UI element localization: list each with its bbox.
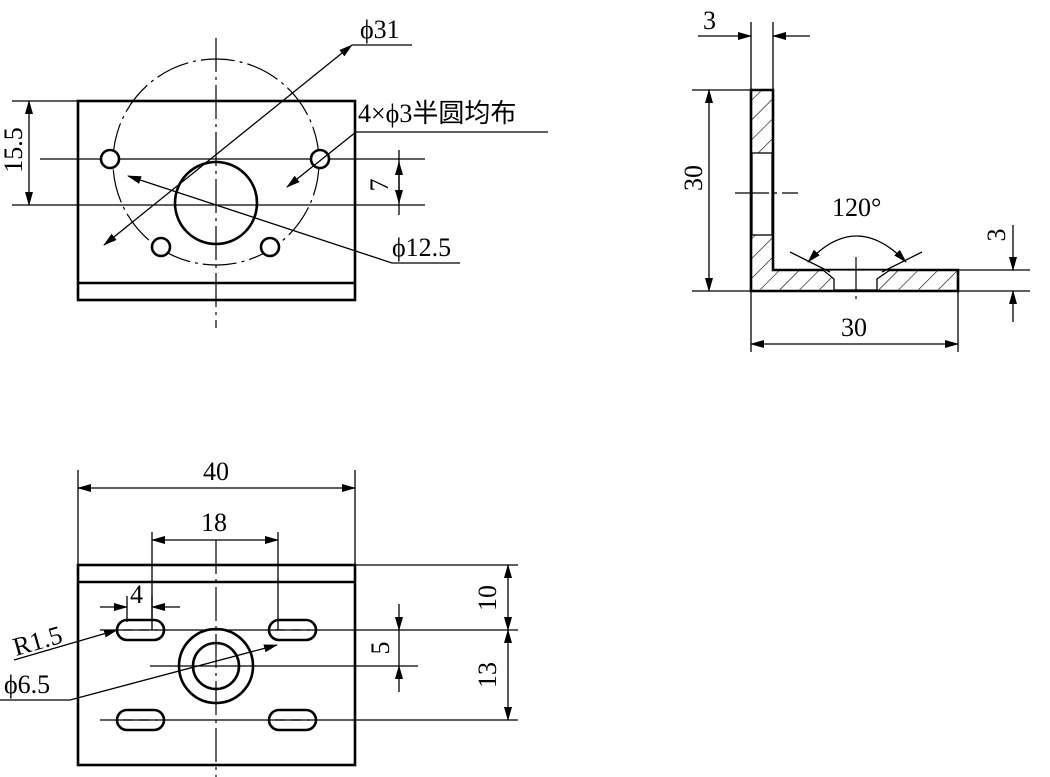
dia-bore-leader	[127, 175, 393, 264]
angle-arc	[807, 235, 907, 263]
small-hole	[99, 148, 121, 170]
dim-3r-label: 3	[982, 229, 1011, 242]
dim-40-label: 40	[203, 457, 229, 486]
dia-small-label: ϕ6.5	[4, 670, 50, 699]
dia-small-leader-diag	[69, 644, 278, 701]
dia-pitch-label: ϕ31	[360, 15, 400, 44]
small-hole	[150, 236, 172, 258]
small-hole	[259, 236, 281, 258]
dia-pitch-leader	[103, 44, 353, 246]
angle-label: 120°	[832, 193, 881, 222]
radius-leader	[13, 629, 118, 661]
holes-note-leader	[286, 131, 357, 188]
dia-bore-label: ϕ12.5	[392, 233, 451, 262]
dim-7-label: 7	[365, 179, 394, 192]
dim-13-label: 13	[473, 662, 502, 688]
dim-15-5-label: 15.5	[0, 127, 28, 173]
dim-18-label: 18	[201, 508, 227, 537]
dim-3-top-label: 3	[703, 6, 716, 35]
radius-label: R1.5	[10, 620, 66, 662]
dim-10-label: 10	[473, 585, 502, 611]
dim-30-vertical-label: 30	[679, 165, 708, 191]
side-hole-vertical	[751, 152, 773, 236]
front-view: ϕ31 4×ϕ3半圆均布 ϕ12.5 15.5 7	[0, 15, 548, 328]
side-section	[749, 88, 960, 293]
dim-4-label: 4	[130, 580, 143, 609]
top-view: 40 18 4 R1.5 ϕ6.5 10 13 5	[0, 457, 518, 777]
dim-5-label: 5	[366, 642, 395, 655]
side-view: 3 30 120° 3 30	[679, 6, 1030, 352]
dim-30-horizontal-label: 30	[841, 313, 867, 342]
holes-note-label: 4×ϕ3半圆均布	[358, 99, 516, 128]
